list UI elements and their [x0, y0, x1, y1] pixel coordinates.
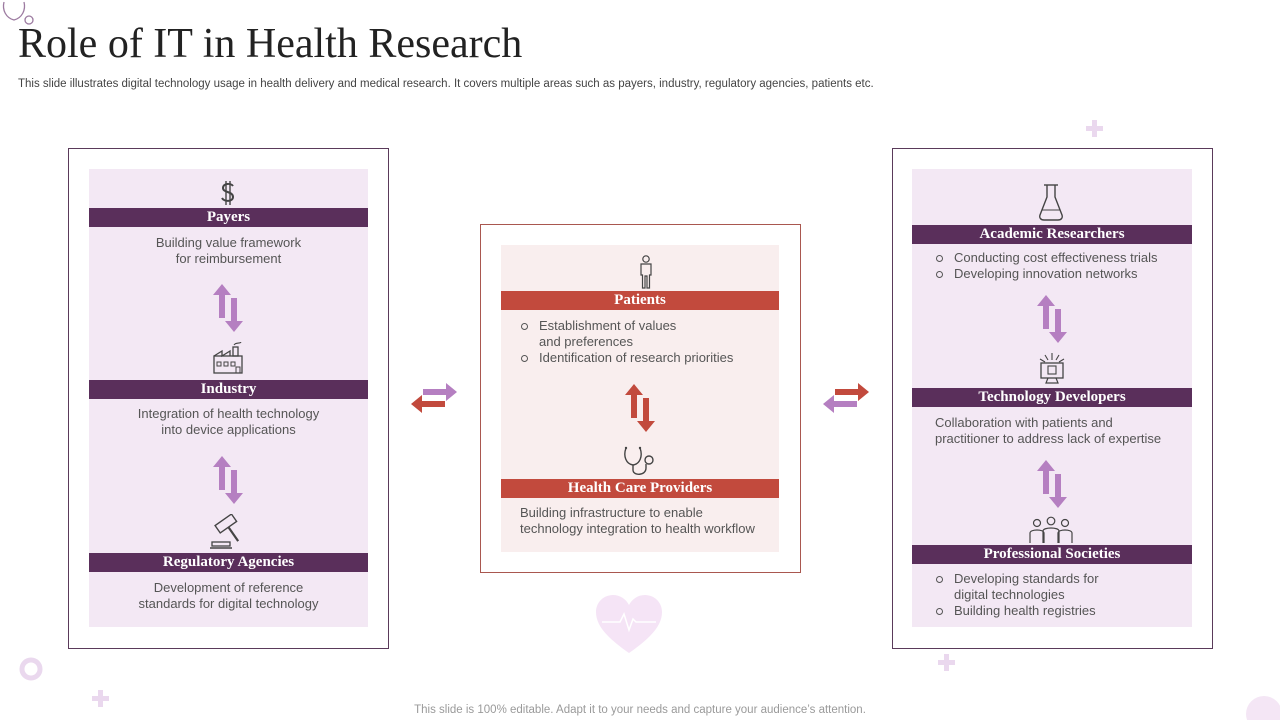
computer-chip-icon: [1037, 352, 1067, 386]
health-care-providers-header: Health Care Providers: [501, 479, 779, 498]
stethoscope-icon: [622, 446, 658, 478]
list-item: Conducting cost effectiveness trials: [935, 250, 1185, 266]
regulatory-agencies-description: Development of reference standards for d…: [138, 580, 319, 611]
academic-researchers-header: Academic Researchers: [912, 225, 1192, 244]
up-down-arrows-icon: [1037, 460, 1067, 508]
payers-description: Building value framework for reimburseme…: [155, 235, 302, 266]
decorative-plus-icon: [92, 690, 109, 707]
page-title: Role of IT in Health Research: [18, 21, 523, 67]
page-subtitle: This slide illustrates digital technolog…: [18, 78, 874, 90]
up-down-arrows-icon: [213, 456, 243, 504]
list-item: Building health registries: [935, 603, 1185, 619]
list-item: Identification of research priorities: [520, 350, 770, 366]
team-icon: [1028, 516, 1074, 544]
technology-developers-header: Technology Developers: [912, 388, 1192, 407]
factory-icon: [212, 342, 244, 374]
decorative-stethoscope-corner-icon: [2, 1, 34, 25]
person-icon: [637, 255, 655, 289]
left-right-arrows-icon: [411, 383, 457, 413]
industry-description: Integration of health technology into de…: [137, 406, 320, 437]
dollar-icon: [218, 180, 238, 206]
health-care-providers-description: Building infrastructure to enable techno…: [520, 505, 755, 536]
center-panel: [480, 224, 801, 573]
regulatory-agencies-header: Regulatory Agencies: [89, 553, 368, 572]
decorative-stethoscope-corner-icon: [1246, 696, 1280, 720]
industry-header: Industry: [89, 380, 368, 399]
up-down-arrows-icon: [213, 284, 243, 332]
academic-researchers-bullets: Conducting cost effectiveness trials Dev…: [935, 250, 1185, 282]
list-item: Developing innovation networks: [935, 266, 1185, 282]
list-item: Developing standards for digital technol…: [935, 571, 1185, 603]
decorative-plus-icon: [938, 654, 955, 671]
decorative-heart-icon: [596, 595, 662, 653]
left-right-arrows-icon: [823, 383, 869, 413]
flask-icon: [1038, 183, 1064, 221]
decorative-ring-icon: [19, 657, 43, 681]
decorative-plus-icon: [1086, 120, 1103, 137]
payers-header: Payers: [89, 208, 368, 227]
professional-societies-header: Professional Societies: [912, 545, 1192, 564]
list-item: Establishment of values and preferences: [520, 318, 770, 350]
up-down-arrows-icon: [625, 384, 655, 432]
up-down-arrows-icon: [1037, 295, 1067, 343]
technology-developers-description: Collaboration with patients and practiti…: [935, 415, 1162, 446]
patients-header: Patients: [501, 291, 779, 310]
right-panel: [892, 148, 1213, 649]
patients-bullets: Establishment of values and preferences …: [520, 318, 770, 366]
gavel-icon: [209, 514, 249, 550]
professional-societies-bullets: Developing standards for digital technol…: [935, 571, 1185, 619]
left-panel: [68, 148, 389, 649]
footer-note: This slide is 100% editable. Adapt it to…: [414, 704, 866, 716]
